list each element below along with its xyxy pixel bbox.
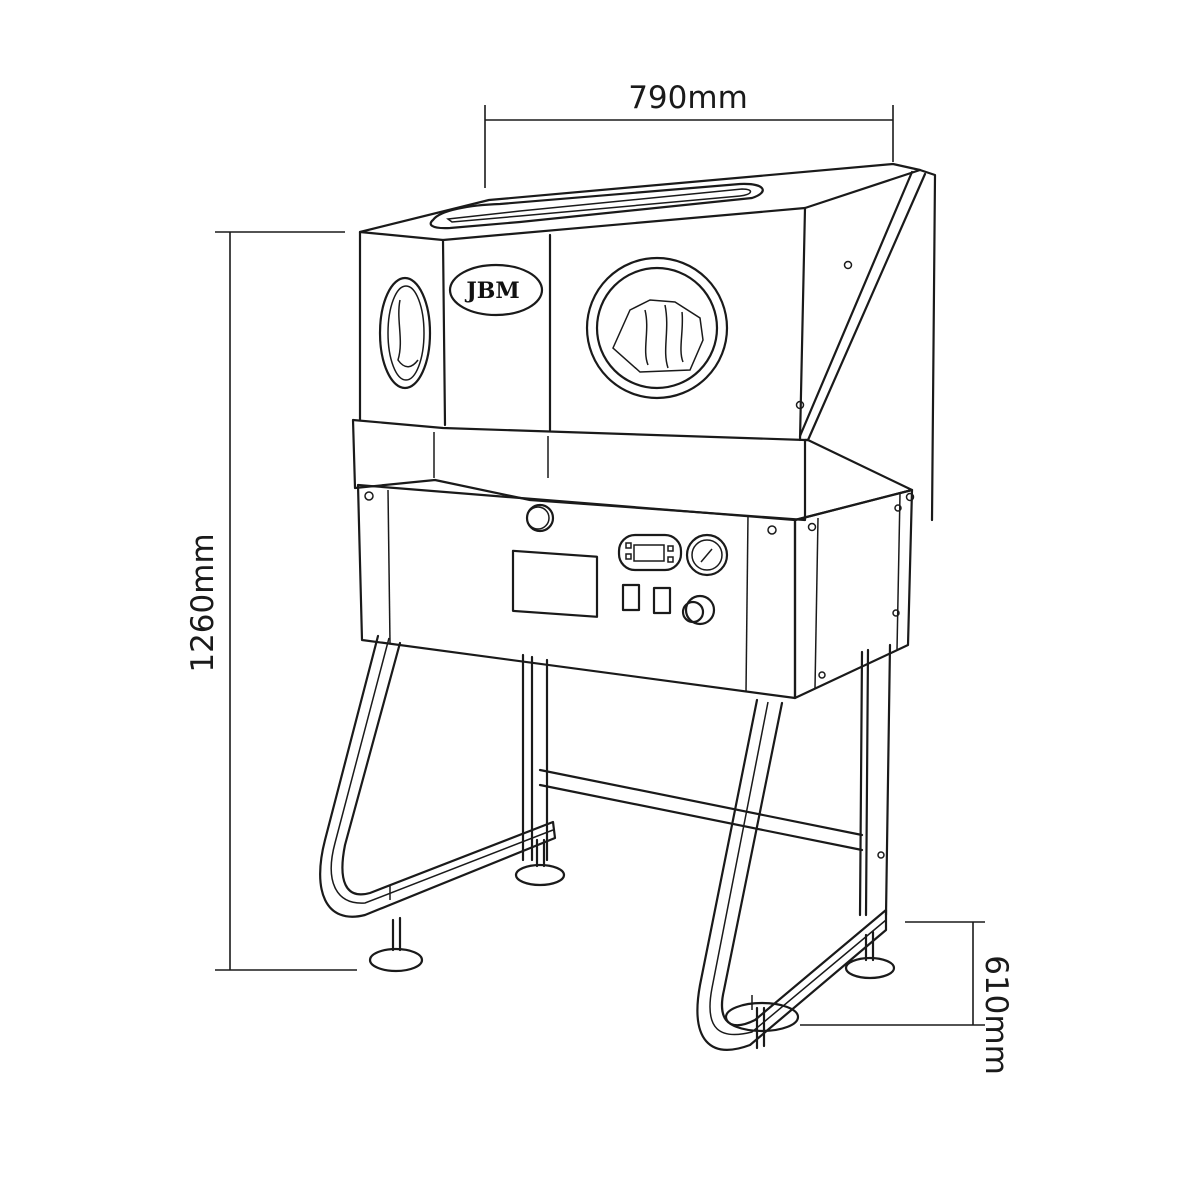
stand-legs (319, 634, 896, 1051)
regulator-knob (681, 594, 716, 626)
height-dimension: 1260mm (185, 231, 357, 971)
pressure-gauge (685, 533, 729, 577)
height-label: 1260mm (185, 533, 221, 672)
top-knob (525, 503, 555, 533)
switch-1 (621, 583, 641, 612)
jbm-logo: JBM (448, 263, 544, 317)
digital-controller (617, 533, 683, 572)
left-glove-port (378, 276, 432, 390)
tray-band (351, 418, 914, 522)
switch-2 (652, 586, 672, 615)
control-box (356, 483, 915, 700)
leg-dimension: 610mm (800, 921, 1014, 1075)
right-glove-port (585, 256, 729, 400)
hood: JBM (358, 162, 937, 522)
logo-text: JBM (464, 278, 519, 304)
feet (368, 838, 896, 1050)
display-window (511, 549, 599, 618)
leg-label: 610mm (978, 955, 1014, 1075)
width-dimension: 790mm (484, 80, 894, 188)
width-label: 790mm (628, 80, 748, 116)
